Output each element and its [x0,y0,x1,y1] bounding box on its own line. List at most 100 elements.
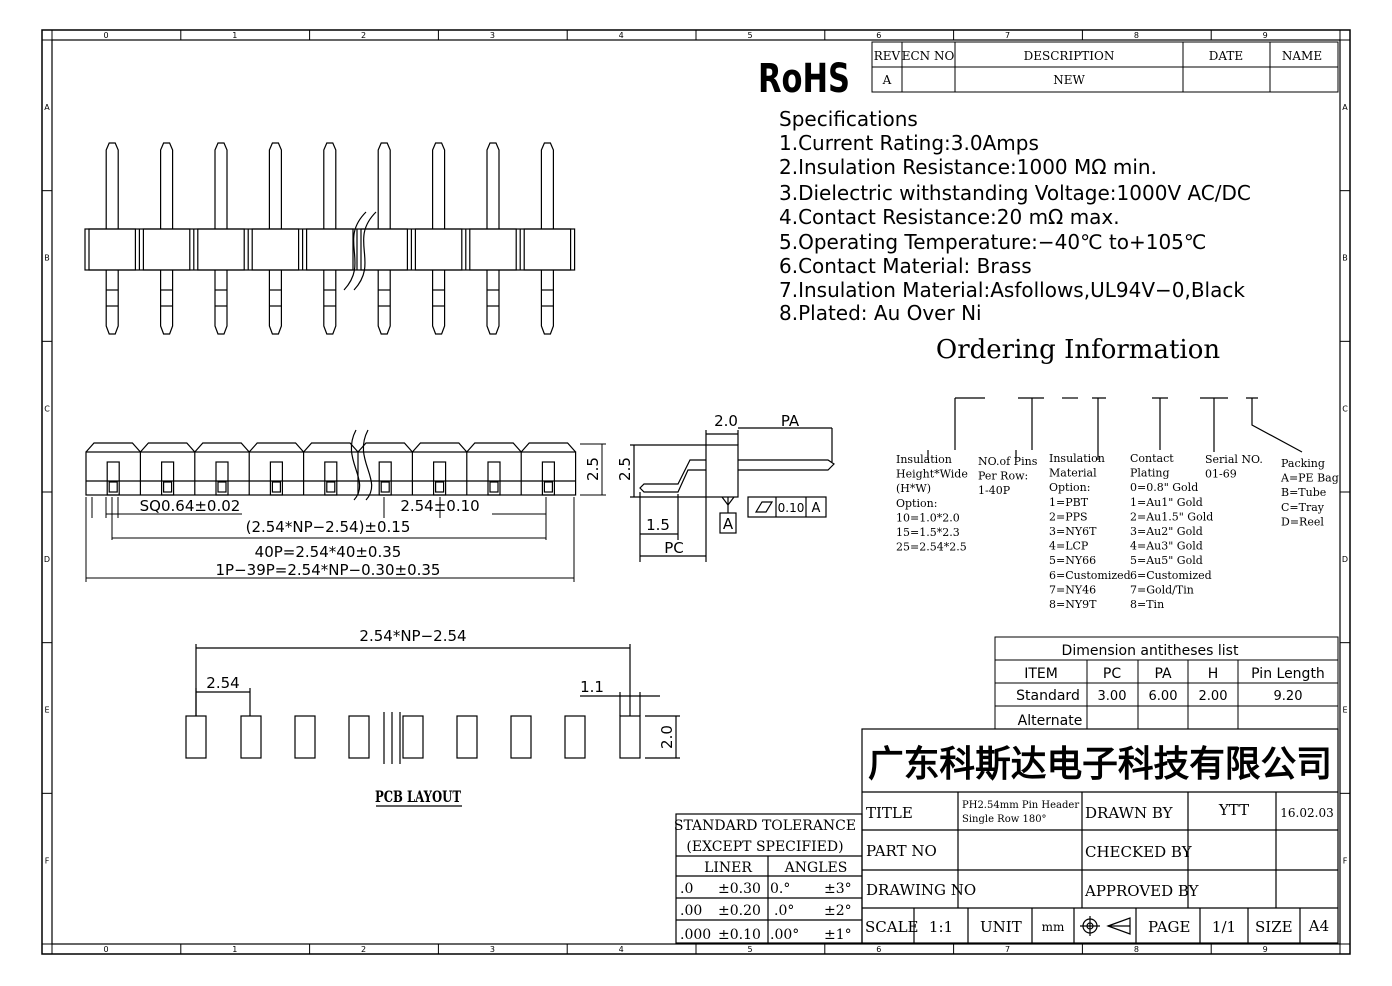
scale-label: SCALE [865,918,919,936]
drawn-by-label: DRAWN BY [1085,804,1174,822]
angles-header: ANGLES [784,860,848,876]
tolerance-cell: ±2° [824,903,852,919]
pin [160,142,174,229]
pin-square [217,481,227,493]
dim-list-header: H [1208,666,1219,682]
pin [540,142,554,229]
border-col-label: 7 [1005,31,1010,40]
ordering-option: Material [1049,467,1097,480]
pin-header-top-view [85,429,577,501]
pin-header-front-view [84,142,576,335]
pcb-height-dim: 2.0 [658,725,676,749]
pin [214,270,228,335]
pin [268,270,282,335]
border-col-label: 0 [103,945,108,954]
tolerance-cell: ±3° [824,881,852,897]
spec-item: 6.Contact Material: Brass [779,254,1032,278]
ordering-option: 3=Au2" Gold [1130,525,1203,538]
ordering-option: Plating [1130,467,1170,480]
pcb-pad [564,715,586,759]
tolerance-title-2: (EXCEPT SPECIFIED) [686,839,843,855]
pcb-pitch-dim: 2.54 [206,674,239,692]
housing-outline [85,442,577,453]
ordering-option: Option: [896,497,937,510]
dim-2-0: 2.0 [714,412,738,430]
spec-item: 5.Operating Temperature:−40℃ to+105℃ [779,230,1206,254]
insulator-cell [306,228,354,271]
ordering-option: A=PE Bag [1280,472,1339,485]
border-row-label: F [45,856,50,865]
rohs-mark: RoHS [758,56,850,102]
border-col-label: 5 [747,945,752,954]
dim-pa: PA [781,412,800,430]
dimension-lines [85,443,606,582]
border-col-label: 4 [619,31,624,40]
dim-list-cell: 3.00 [1098,689,1127,704]
spec-item: 2.Insulation Resistance:1000 MΩ min. [779,155,1157,179]
pcb-layout [185,644,680,764]
pin-slot [161,461,175,496]
pin [160,270,174,335]
tolerance-cell: ±0.20 [718,903,761,919]
dim-list-header: ITEM [1024,666,1058,682]
dim-pitch: 2.54±0.10 [400,497,479,515]
insulator-cell [88,228,137,271]
dim-height-2: 2.5 [616,457,634,481]
datum-a: A [723,515,734,533]
pcb-pad [348,715,370,759]
border-col-label: 0 [103,31,108,40]
border-col-label: 4 [619,945,624,954]
border-row-label: D [1342,555,1348,564]
ordering-option: 15=1.5*2.3 [896,526,960,539]
ordering-option: Contact [1130,452,1174,465]
description-header: DESCRIPTION [1024,49,1115,63]
dim-1p39p: 1P−39P=2.54*NP−0.30±0.35 [216,561,441,579]
spec-item: 8.Plated: Au Over Ni [779,301,982,325]
ordering-option: 4=Au3" Gold [1130,540,1203,553]
ordering-option: 5=Au5" Gold [1130,554,1203,567]
tolerance-cell: .00 [680,903,702,919]
border-col-label: 8 [1134,945,1139,954]
tolerance-cell: ±0.30 [718,881,761,897]
unit-label: UNIT [980,918,1022,936]
border-col-label: 9 [1263,945,1268,954]
ordering-option: 6=Customized [1049,569,1131,582]
pcb-pad [185,715,207,759]
ordering-option: 2=PPS [1049,510,1088,523]
pin [486,270,500,335]
pcb-pad [456,715,478,759]
insulator-cell [469,228,517,271]
pin [377,270,391,335]
border-col-label: 9 [1263,31,1268,40]
ordering-option: 25=2.54*2.5 [896,541,967,554]
ordering-option: 7=Gold/Tin [1130,583,1194,596]
break-line [350,429,361,501]
spec-item: 7.Insulation Material:Asfollows,UL94V−0,… [779,278,1245,302]
pin-header-side-view [630,427,835,562]
pin [105,270,119,335]
border-row-label: A [1342,103,1348,112]
ordering-option: (H*W) [896,482,931,495]
tolerance-table [675,813,863,944]
border-col-label: 8 [1134,31,1139,40]
date-header: DATE [1209,49,1243,63]
pcb-pad [619,715,641,759]
pin [105,142,119,229]
insulator-cell [197,228,245,271]
pcb-hole-dim: 1.1 [580,678,604,696]
pcb-layout-title: PCB LAYOUT [375,787,461,806]
tolerance-cell: .0 [680,881,693,897]
pin-slot [269,461,283,496]
ordering-option: Insulation [896,453,952,466]
revision-table [871,41,1339,93]
dim-list-header: PA [1154,666,1172,682]
pin [486,142,500,229]
pin-slot [487,461,501,496]
pcb-pad [294,715,316,759]
liner-header: LINER [704,860,752,876]
dim-list-title: Dimension antitheses list [1062,643,1239,659]
approved-by-label: APPROVED BY [1084,882,1200,900]
dim-np: (2.54*NP−2.54)±0.15 [246,518,411,536]
